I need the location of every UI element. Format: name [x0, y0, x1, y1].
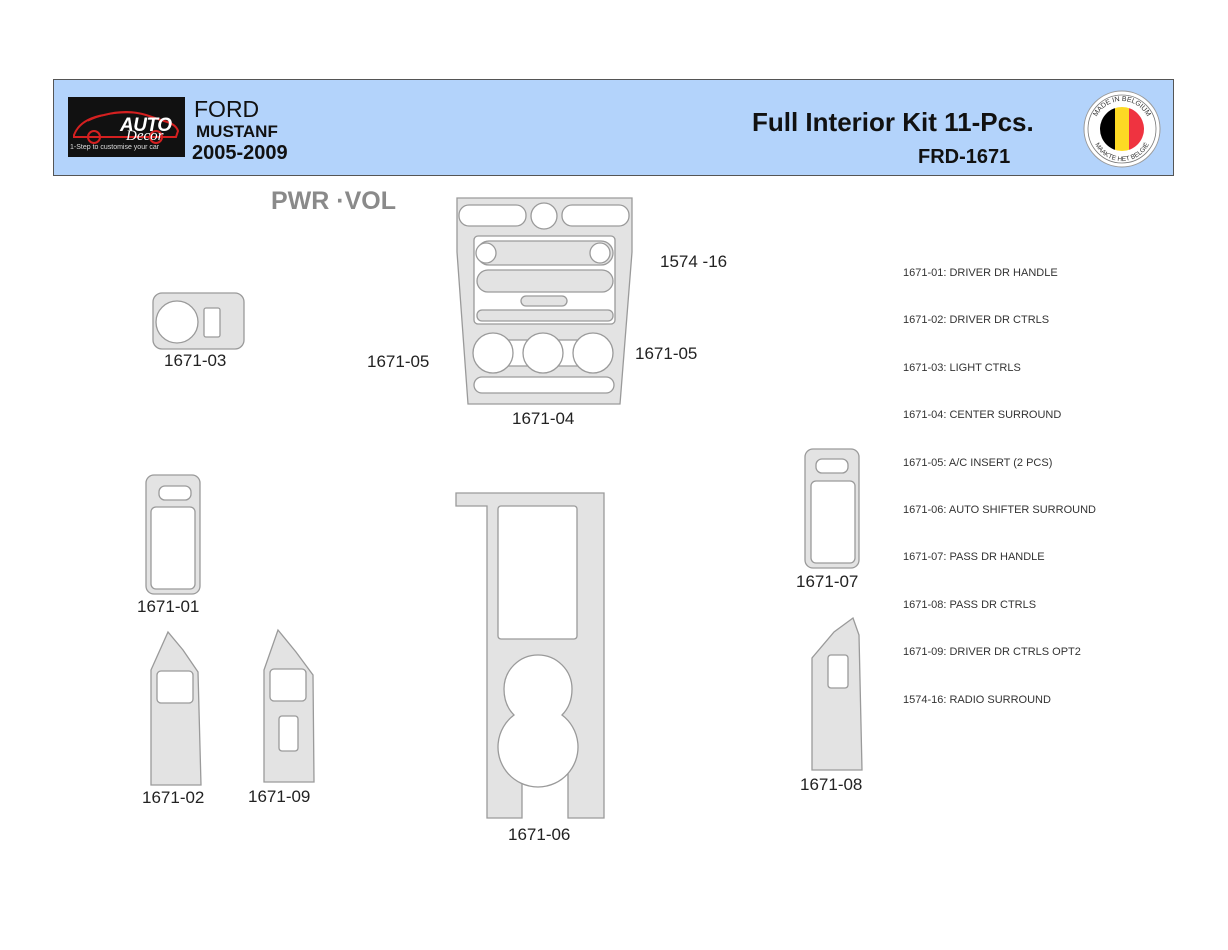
kit-title: Full Interior Kit 11-Pcs. — [752, 107, 1034, 137]
vehicle-model: MUSTANF — [196, 122, 278, 141]
label-1574-16: 1574 -16 — [660, 252, 728, 271]
legend-item: 1671-02: DRIVER DR CTRLS — [903, 314, 1050, 327]
logo-word: AUTO — [120, 115, 172, 136]
parts-legend: 1671-01: DRIVER DR HANDLE 1671-02: DRIVE… — [903, 267, 1096, 741]
legend-item: 1671-01: DRIVER DR HANDLE — [903, 267, 1058, 279]
label-1671-06: 1671-06 — [508, 825, 571, 844]
part-1671-01 — [145, 474, 201, 595]
label-1671-02: 1671-02 — [142, 788, 205, 807]
label-1671-05-left: 1671-05 — [367, 352, 430, 371]
legend-item: 1671-06: AUTO SHIFTER SURROUND — [903, 503, 1096, 516]
part-1671-02 — [150, 630, 202, 786]
auto-decor-logo: AUTO Decor 1-Step to customise your car — [68, 97, 185, 157]
label-1671-03: 1671-03 — [164, 351, 227, 370]
label-1671-04: 1671-04 — [512, 409, 575, 428]
logo-word-decor: Decor — [126, 128, 164, 144]
logo-tagline: 1-Step to customise your car — [70, 144, 160, 151]
part-1671-09 — [263, 628, 315, 783]
label-1671-08: 1671-08 — [800, 775, 863, 794]
part-1671-08 — [811, 616, 863, 771]
legend-item: 1671-03: LIGHT CTRLS — [903, 361, 1021, 374]
vehicle-years: 2005-2009 — [192, 142, 288, 164]
legend-item: 1671-05: A/C INSERT (2 PCS) — [903, 456, 1053, 469]
made-in-belgium-badge-icon: MADE IN BELGIUM MAAKTE HET BELGIË — [1083, 90, 1161, 168]
header-banner: AUTO Decor 1-Step to customise your car … — [53, 79, 1174, 176]
pwr-vol-annotation: PWR ·VOL — [271, 187, 396, 215]
part-1671-07 — [804, 448, 860, 569]
label-1671-05-right: 1671-05 — [635, 344, 698, 363]
kit-code: FRD-1671 — [918, 146, 1011, 168]
label-1671-07: 1671-07 — [796, 572, 859, 591]
legend-item: 1671-07: PASS DR HANDLE — [903, 551, 1045, 564]
legend-item: 1671-08: PASS DR CTRLS — [903, 598, 1037, 611]
vehicle-make: FORD — [194, 96, 260, 122]
part-1671-03 — [152, 292, 245, 350]
legend-item: 1574-16: RADIO SURROUND — [903, 693, 1051, 706]
part-1671-04 — [456, 197, 633, 405]
label-1671-09: 1671-09 — [248, 787, 311, 806]
legend-item: 1671-09: DRIVER DR CTRLS OPT2 — [903, 646, 1081, 659]
legend-item: 1671-04: CENTER SURROUND — [903, 409, 1062, 422]
label-1671-01: 1671-01 — [137, 597, 200, 616]
car-silhouette-icon — [73, 111, 180, 144]
part-1671-06 — [455, 492, 605, 819]
